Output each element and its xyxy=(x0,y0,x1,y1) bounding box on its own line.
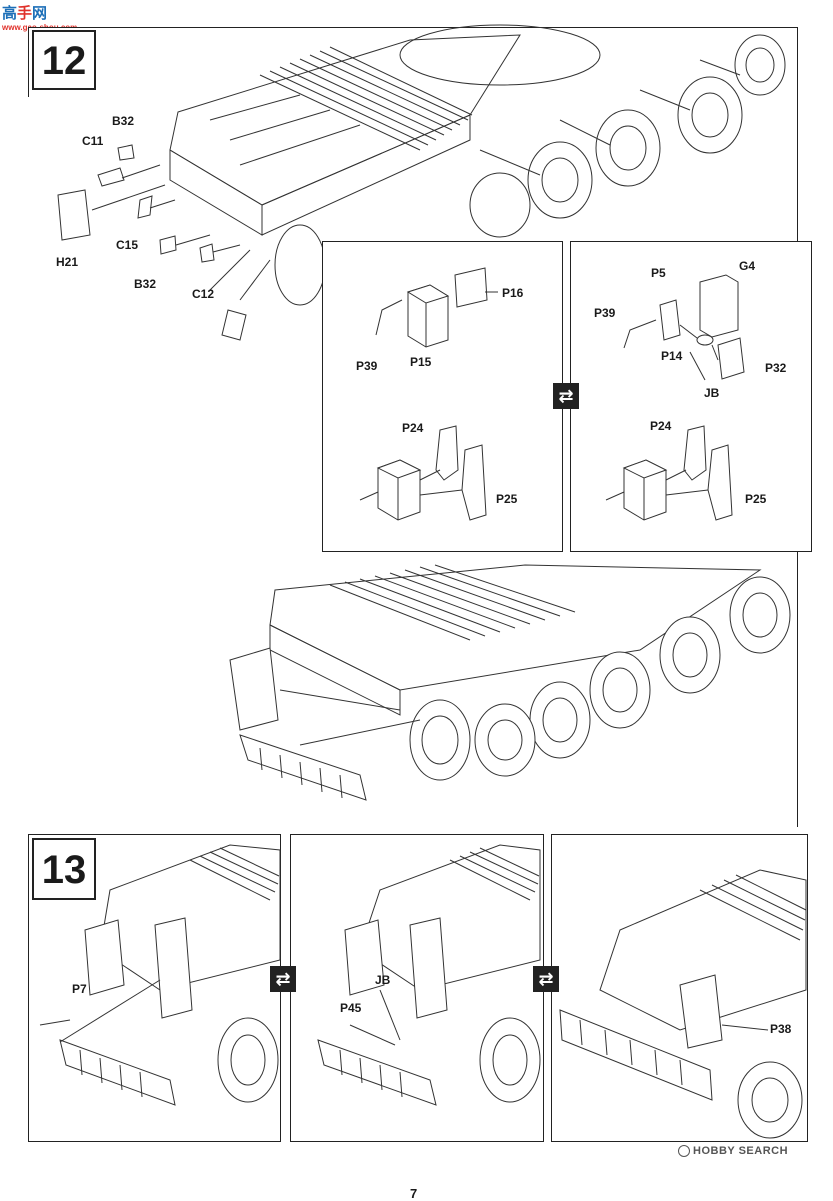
step12-frame xyxy=(28,27,798,30)
step12-left-border xyxy=(28,27,29,97)
label-h21: H21 xyxy=(56,255,79,269)
label-g4: G4 xyxy=(739,259,756,273)
label-c15: C15 xyxy=(116,238,139,252)
brand-logo-icon xyxy=(678,1145,690,1158)
page-number: 7 xyxy=(410,1186,418,1201)
label-p32: P32 xyxy=(765,361,787,375)
watermark-logo-char-2: 手 xyxy=(17,5,33,22)
label-b32-top: B32 xyxy=(112,114,135,128)
double-arrow-icon: ⇄ xyxy=(553,383,579,409)
step13-number: 13 xyxy=(32,838,96,900)
double-arrow-icon-13b: ⇄ xyxy=(533,966,559,992)
double-arrow-icon-13a: ⇄ xyxy=(270,966,296,992)
watermark-logo-char-1: 高 xyxy=(2,5,18,22)
label-p7: P7 xyxy=(72,982,87,996)
label-p38: P38 xyxy=(770,1022,792,1036)
label-p14: P14 xyxy=(661,349,683,363)
footer-brand-text: HOBBY SEARCH xyxy=(693,1145,789,1157)
label-b32-bottom: B32 xyxy=(134,277,157,291)
label-p39-left: P39 xyxy=(356,359,378,373)
label-p45: P45 xyxy=(340,1001,362,1015)
watermark-logo-char-3: 网 xyxy=(32,5,48,22)
step12-number: 12 xyxy=(32,30,96,90)
label-p39-right: P39 xyxy=(594,306,616,320)
label-p15: P15 xyxy=(410,355,432,369)
label-p24-left: P24 xyxy=(402,421,424,435)
label-c11: C11 xyxy=(82,134,104,148)
label-jb-step12: JB xyxy=(704,386,720,400)
label-p16: P16 xyxy=(502,286,524,300)
label-jb-step13: JB xyxy=(375,973,391,987)
label-p25-right: P25 xyxy=(745,492,767,506)
label-p24-right: P24 xyxy=(650,419,672,433)
label-c12: C12 xyxy=(192,287,215,301)
label-p5: P5 xyxy=(651,266,666,280)
label-p25-left: P25 xyxy=(496,492,518,506)
step12-subpanel-right xyxy=(570,241,812,552)
footer-brand: HOBBY SEARCH xyxy=(678,1145,789,1158)
